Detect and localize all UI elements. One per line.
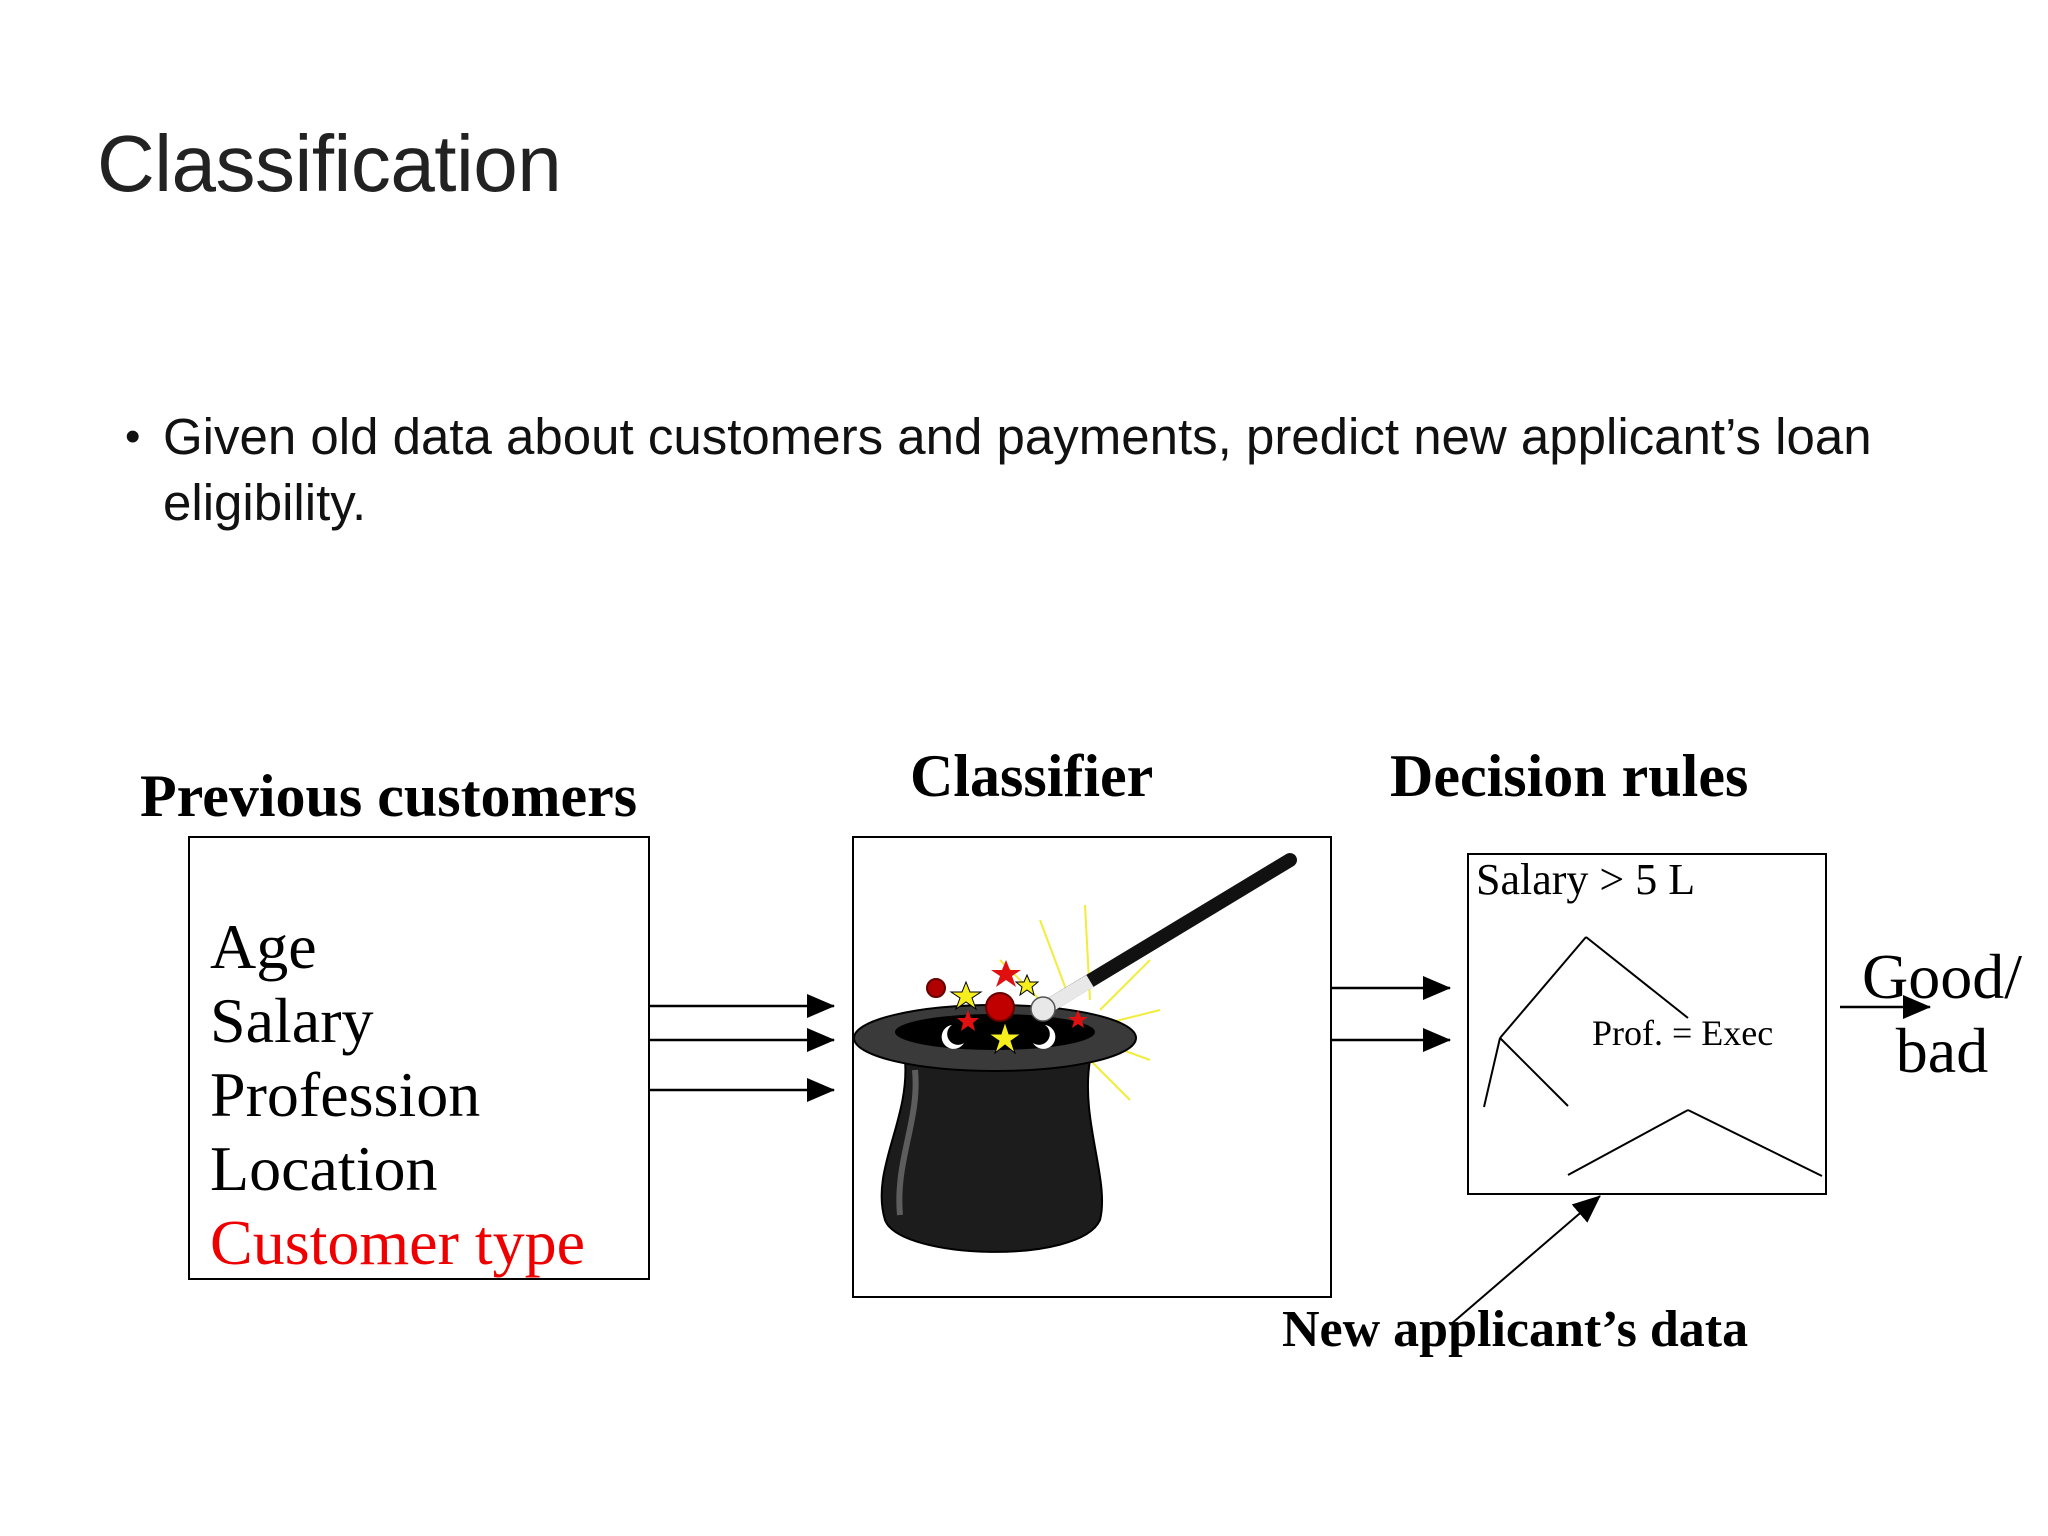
arrow-new-applicant (1449, 1195, 1601, 1326)
rule-root-label: Salary > 5 L (1476, 855, 1696, 904)
result-line-2: bad (1895, 1015, 1989, 1086)
bullet-point: • Given old data about customers and pay… (125, 404, 1955, 536)
star-icon (1014, 973, 1040, 997)
attribute-salary: Salary (210, 985, 374, 1056)
attribute-location: Location (210, 1133, 438, 1204)
result-label: Good/ bad (1852, 940, 2032, 1088)
magic-hat-icon (853, 853, 1297, 1253)
rule-arrows (1330, 976, 1451, 1052)
gem-icon (985, 992, 1015, 1022)
new-applicant-data-label: New applicant’s data (1282, 1301, 1749, 1358)
input-arrows (648, 994, 835, 1102)
bullet-text: Given old data about customers and payme… (163, 408, 1872, 531)
decision-tree (1483, 936, 1823, 1177)
rule-branch-label: Prof. = Exec (1592, 1013, 1774, 1053)
attribute-profession: Profession (210, 1059, 481, 1130)
attribute-customer-type: Customer type (210, 1207, 586, 1278)
bullet-dot: • (125, 412, 141, 461)
star-icon (957, 1010, 979, 1031)
slide-title: Classification (97, 119, 562, 208)
classifier-heading: Classifier (910, 743, 1154, 809)
star-icon (987, 1020, 1023, 1055)
star-icon (949, 980, 983, 1011)
attribute-age: Age (210, 911, 317, 982)
result-line-1: Good/ (1862, 941, 2022, 1012)
previous-customers-box (188, 836, 650, 1280)
previous-customers-heading: Previous customers (140, 763, 638, 829)
decision-rules-box (1467, 853, 1827, 1195)
decision-rules-heading: Decision rules (1390, 743, 1749, 809)
star-icon (1068, 1010, 1088, 1028)
gem-icon (926, 978, 946, 998)
star-icon (991, 960, 1021, 987)
moon-icon (1033, 1025, 1056, 1049)
attribute-list: Age Salary Profession Location Customer … (210, 910, 585, 1280)
moon-icon (941, 1025, 964, 1049)
